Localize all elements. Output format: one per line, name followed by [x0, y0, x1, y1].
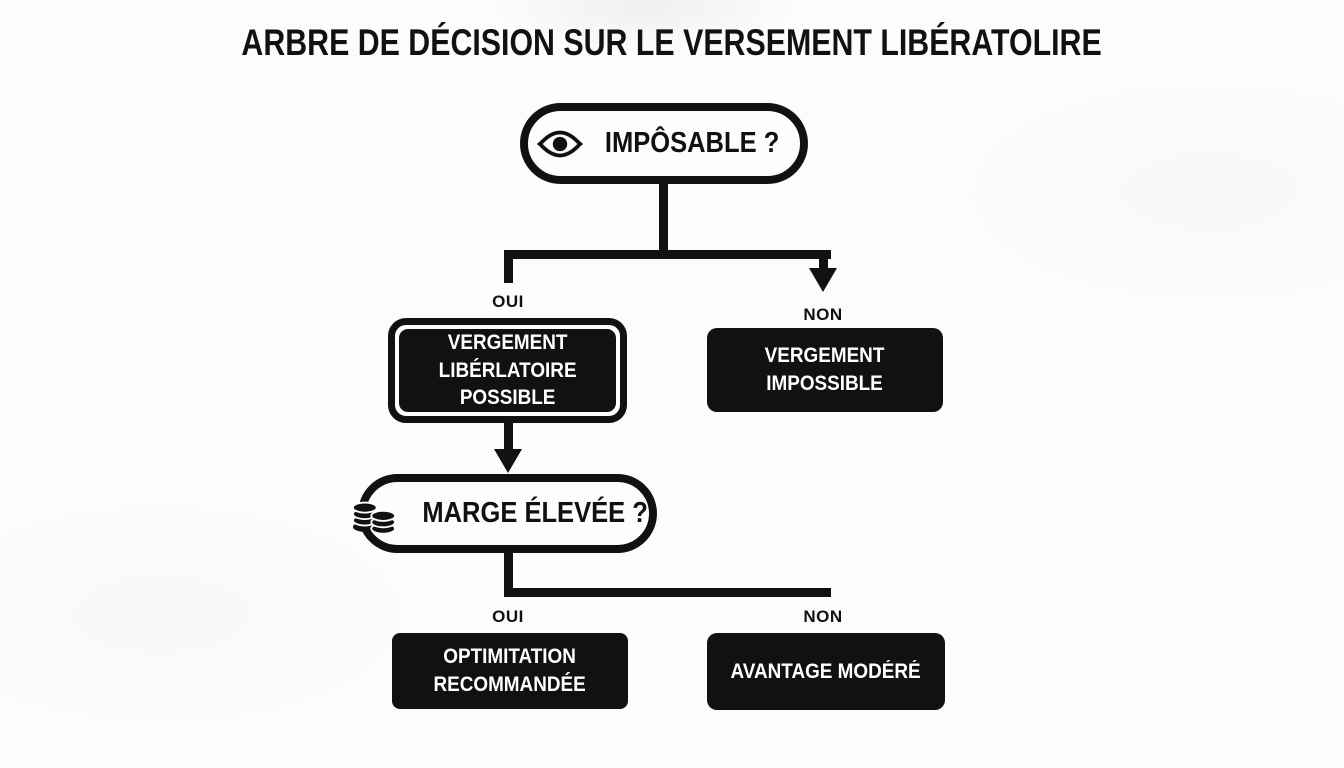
- result-box-text: VERGEMENT LIBÉRLATOIRE POSSIBLE: [438, 330, 577, 410]
- result-box-avantage-modere: AVANTAGE MODÉRÉ: [707, 633, 945, 710]
- connector-root-bar: [504, 250, 831, 259]
- connector-root-stem: [659, 180, 668, 256]
- connector-root-no-stem: [819, 250, 828, 270]
- connector-second-bar: [504, 588, 831, 597]
- decision-node-marge-elevee: MARGE ÉLEVÉE ?: [352, 474, 657, 553]
- decision-node-imposable: IMPÔSABLE ?: [520, 103, 808, 184]
- branch-label-no-2: NON: [803, 607, 843, 626]
- arrowhead-to-second: [494, 449, 522, 473]
- connector-second-stem: [504, 551, 513, 597]
- decision-node-label: IMPÔSABLE ?: [604, 127, 780, 159]
- branch-label-yes-2: OUI: [492, 607, 524, 626]
- result-box-optimisation: OPTIMITATION RECOMMANDÉE: [392, 633, 628, 709]
- result-box-text: AVANTAGE MODÉRÉ: [730, 659, 922, 683]
- page-title-text: ARBRE DE DÉCISION SUR LE VERSEMENT LIBÉR…: [241, 22, 1103, 63]
- eye-icon: [536, 128, 583, 160]
- branch-label-yes-1: OUI: [492, 292, 524, 311]
- arrowhead-root-no: [809, 268, 837, 292]
- coins-icon: [351, 492, 397, 536]
- result-box-text: OPTIMITATION RECOMMANDÉE: [433, 645, 587, 696]
- connector-root-yes-stub: [504, 250, 513, 283]
- branch-label-no-1: NON: [803, 305, 843, 324]
- decision-node-label: MARGE ÉLEVÉE ?: [422, 497, 649, 529]
- connector-to-second-stem: [504, 421, 513, 451]
- result-box-inner: VERGEMENT LIBÉRLATOIRE POSSIBLE: [399, 329, 616, 412]
- page-title: ARBRE DE DÉCISION SUR LE VERSEMENT LIBÉR…: [0, 22, 1344, 64]
- result-box-text: VERGEMENT IMPOSSIBLE: [765, 344, 885, 395]
- result-box-versement-impossible: VERGEMENT IMPOSSIBLE: [707, 328, 943, 412]
- result-box-versement-possible: VERGEMENT LIBÉRLATOIRE POSSIBLE: [388, 318, 627, 423]
